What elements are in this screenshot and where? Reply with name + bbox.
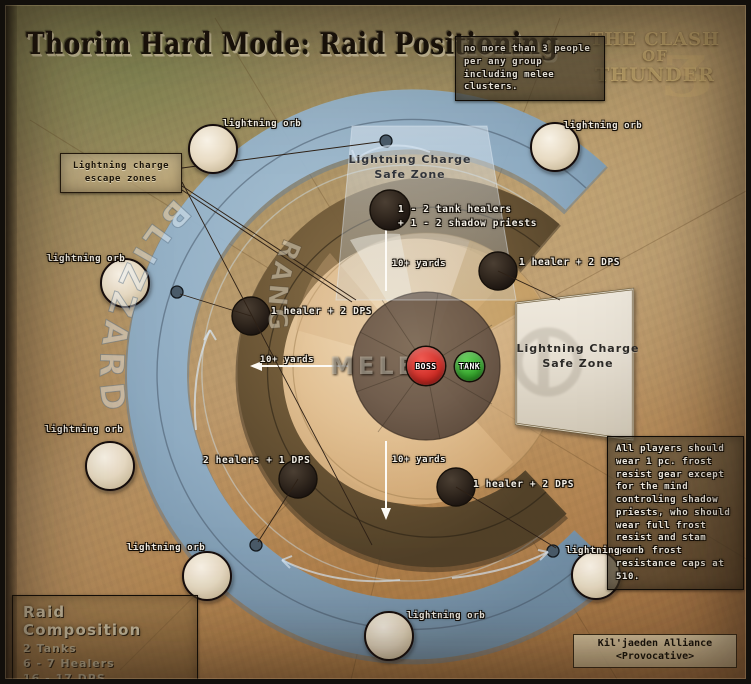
distance-label-bottom: 10+ yards [392,455,447,465]
orb-label-top-left: lightning orb [223,119,302,129]
note-group-size-rule-text: no more than 3 people per any group incl… [464,44,591,93]
safe-zone-top-shape [335,125,517,301]
note-escape-zones: Lightning charge escape zones [60,153,182,193]
tank-marker[interactable]: TANK [455,352,484,381]
group-label-lower-right: 1 healer + 2 DPS [473,479,575,490]
guild-tag: <Provocative> [615,650,695,662]
logo-line-1: THE CLASH [589,29,721,50]
raid-composition-panel: Raid Composition 2 Tanks 6 - 7 Healers 1… [12,595,198,684]
safe-zone-label-right: Lightning Charge Safe Zone [516,342,640,370]
left-edge-strip [5,5,17,679]
group-label-top: 1 - 2 tank healers + 1 - 2 shadow priest… [398,204,538,229]
group-label-upper-right: 1 healer + 2 DPS [519,257,621,268]
orb-label-mid-left: lightning orb [47,254,126,264]
raid-composition-tanks: 2 Tanks [23,642,77,655]
blizzard-ring [125,89,620,665]
raid-composition-heading: Raid Composition [23,603,142,639]
escape-zone-markers [170,134,561,583]
orb-label-low-left: lightning orb [45,425,124,435]
raid-composition-healers: 6 - 7 Healers [23,656,115,670]
note-frost-resist-gear-text: All players should wear 1 pc. frost resi… [616,444,731,582]
note-frost-resist-gear: All players should wear 1 pc. frost resi… [607,436,744,591]
lightning-orbs [85,122,621,661]
guild-credit: Kil'jaeden Alliance <Provocative> [573,634,737,668]
group-label-upper-left: 1 healer + 2 DPS [271,306,373,317]
orb-label-bottom-mid: lightning orb [407,611,486,621]
safe-zone-label-top: Lightning Charge Safe Zone [348,153,472,181]
guild-name: Kil'jaeden Alliance [597,638,713,649]
group-label-lower-left: 2 healers + 1 DPS [203,455,311,466]
note-group-size-rule: no more than 3 people per any group incl… [455,36,605,102]
orb-label-bottom-right: lightning orb [566,546,645,556]
orb-label-bottom-left: lightning orb [127,543,206,553]
clash-of-thunder-logo: THE CLASH OF THUNDER [581,30,729,85]
orb-label-top-right: lightning orb [564,121,643,131]
logo-line-2: OF [642,47,668,66]
boss-marker[interactable]: BOSS [407,347,445,385]
distance-label-top: 10+ yards [392,259,447,269]
note-escape-zones-text: Lightning charge escape zones [72,161,170,184]
raid-composition-dps: 16 - 17 DPS [23,671,106,684]
distance-label-left: 10+ yards [260,355,315,365]
logo-line-3: THUNDER [595,63,715,86]
